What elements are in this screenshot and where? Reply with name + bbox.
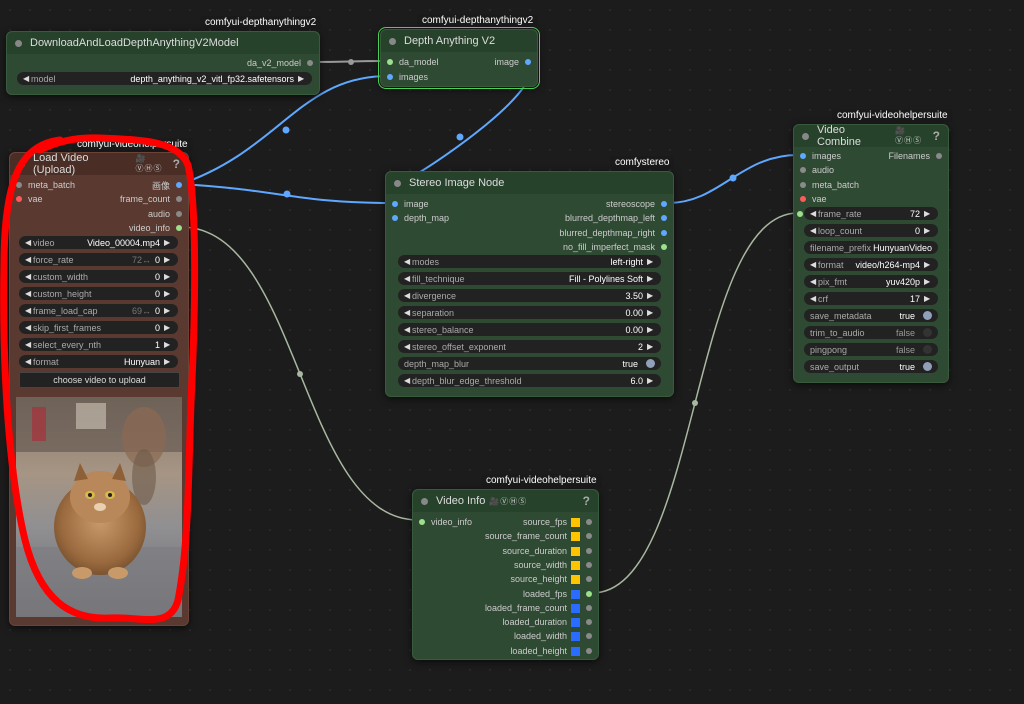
help-icon[interactable]: ?	[582, 494, 590, 508]
input-images[interactable]: images	[387, 70, 428, 84]
load-video-node[interactable]: Load Video (Upload)🎥ⓋⒽⓈ? meta_batch vae …	[9, 152, 189, 626]
video-info-node[interactable]: Video Info🎥ⓋⒽⓈ? video_info source_fps so…	[412, 489, 599, 660]
collapse-dot[interactable]	[15, 39, 22, 47]
node-pack-tag: comfystereo	[610, 156, 675, 169]
output-da-v2-model[interactable]: da_v2_model	[247, 56, 313, 70]
node-pack-tag: comfyui-videohelpersuite	[72, 138, 193, 151]
frame-rate-input-pin[interactable]	[797, 211, 803, 217]
node-pack-tag: comfyui-depthanythingv2	[417, 14, 539, 27]
node-title: Load Video (Upload)	[33, 152, 89, 176]
collapse-dot[interactable]	[18, 160, 25, 168]
collapse-dot[interactable]	[802, 132, 809, 140]
collapse-dot[interactable]	[389, 37, 396, 45]
output-image[interactable]: 画像	[152, 178, 182, 192]
output-audio[interactable]: audio	[148, 207, 182, 221]
output-loaded-duration[interactable]: loaded_duration	[502, 615, 592, 629]
node-pack-tag: comfyui-videohelpersuite	[832, 109, 953, 122]
input-image[interactable]: image	[392, 197, 429, 211]
depth-anything-node[interactable]: Depth Anything V2 da_model images image	[378, 27, 540, 89]
output-source-height[interactable]: source_height	[510, 572, 592, 586]
input-meta-batch[interactable]: meta_batch	[800, 178, 859, 192]
output-loaded-frame-count[interactable]: loaded_frame_count	[485, 601, 592, 615]
stereo-image-node[interactable]: Stereo Image Node image depth_map stereo…	[385, 171, 674, 397]
output-frame-count[interactable]: frame_count	[120, 192, 182, 206]
node-title: Video Info	[436, 495, 486, 507]
help-icon[interactable]: ?	[932, 129, 940, 143]
download-depth-model-node[interactable]: DownloadAndLoadDepthAnythingV2Model da_v…	[6, 31, 320, 95]
output-source-fps[interactable]: source_fps	[523, 515, 592, 529]
output-source-frame-count[interactable]: source_frame_count	[485, 529, 592, 543]
output-no-fill-imperfect-mask[interactable]: no_fill_imperfect_mask	[563, 240, 667, 254]
output-loaded-fps[interactable]: loaded_fps	[523, 587, 592, 601]
output-blurred-depthmap-right[interactable]: blurred_depthmap_right	[559, 226, 667, 240]
video-preview-image	[16, 397, 182, 617]
input-da-model[interactable]: da_model	[387, 55, 439, 69]
output-source-duration[interactable]: source_duration	[502, 544, 592, 558]
collapse-dot[interactable]	[394, 179, 401, 187]
choose-video-button[interactable]: choose video to upload	[19, 372, 180, 388]
input-audio[interactable]: audio	[800, 163, 834, 177]
node-title: DownloadAndLoadDepthAnythingV2Model	[30, 37, 239, 49]
input-meta-batch[interactable]: meta_batch	[16, 178, 75, 192]
wire-load-to-depth-images	[180, 75, 389, 185]
output-blurred-depthmap-left[interactable]: blurred_depthmap_left	[565, 211, 667, 225]
vhs-badge: 🎥ⓋⒽⓈ	[135, 154, 163, 173]
video-combine-node[interactable]: Video Combine 🎥ⓋⒽⓈ? images audio meta_bat…	[793, 124, 949, 383]
output-image[interactable]: image	[494, 55, 531, 69]
node-pack-tag: comfyui-videohelpersuite	[481, 474, 602, 487]
output-loaded-width[interactable]: loaded_width	[514, 629, 592, 643]
output-source-width[interactable]: source_width	[514, 558, 592, 572]
input-images[interactable]: images	[800, 149, 841, 163]
output-stereoscope[interactable]: stereoscope	[606, 197, 667, 211]
node-title: Depth Anything V2	[404, 35, 496, 47]
vhs-badge: 🎥ⓋⒽⓈ	[489, 496, 528, 506]
node-pack-tag: comfyui-depthanythingv2	[200, 16, 322, 29]
vhs-badge: 🎥ⓋⒽⓈ	[895, 126, 923, 145]
output-video-info[interactable]: video_info	[129, 221, 182, 235]
output-filenames[interactable]: Filenames	[888, 149, 942, 163]
node-title: Video Combine	[817, 124, 862, 148]
output-loaded-height[interactable]: loaded_height	[510, 644, 592, 658]
help-icon[interactable]: ?	[172, 157, 180, 171]
node-title: Stereo Image Node	[409, 177, 505, 189]
input-vae[interactable]: vae	[16, 192, 43, 206]
input-vae[interactable]: vae	[800, 192, 827, 206]
collapse-dot[interactable]	[421, 497, 428, 505]
input-depth-map[interactable]: depth_map	[392, 211, 449, 225]
input-video-info[interactable]: video_info	[419, 515, 472, 529]
